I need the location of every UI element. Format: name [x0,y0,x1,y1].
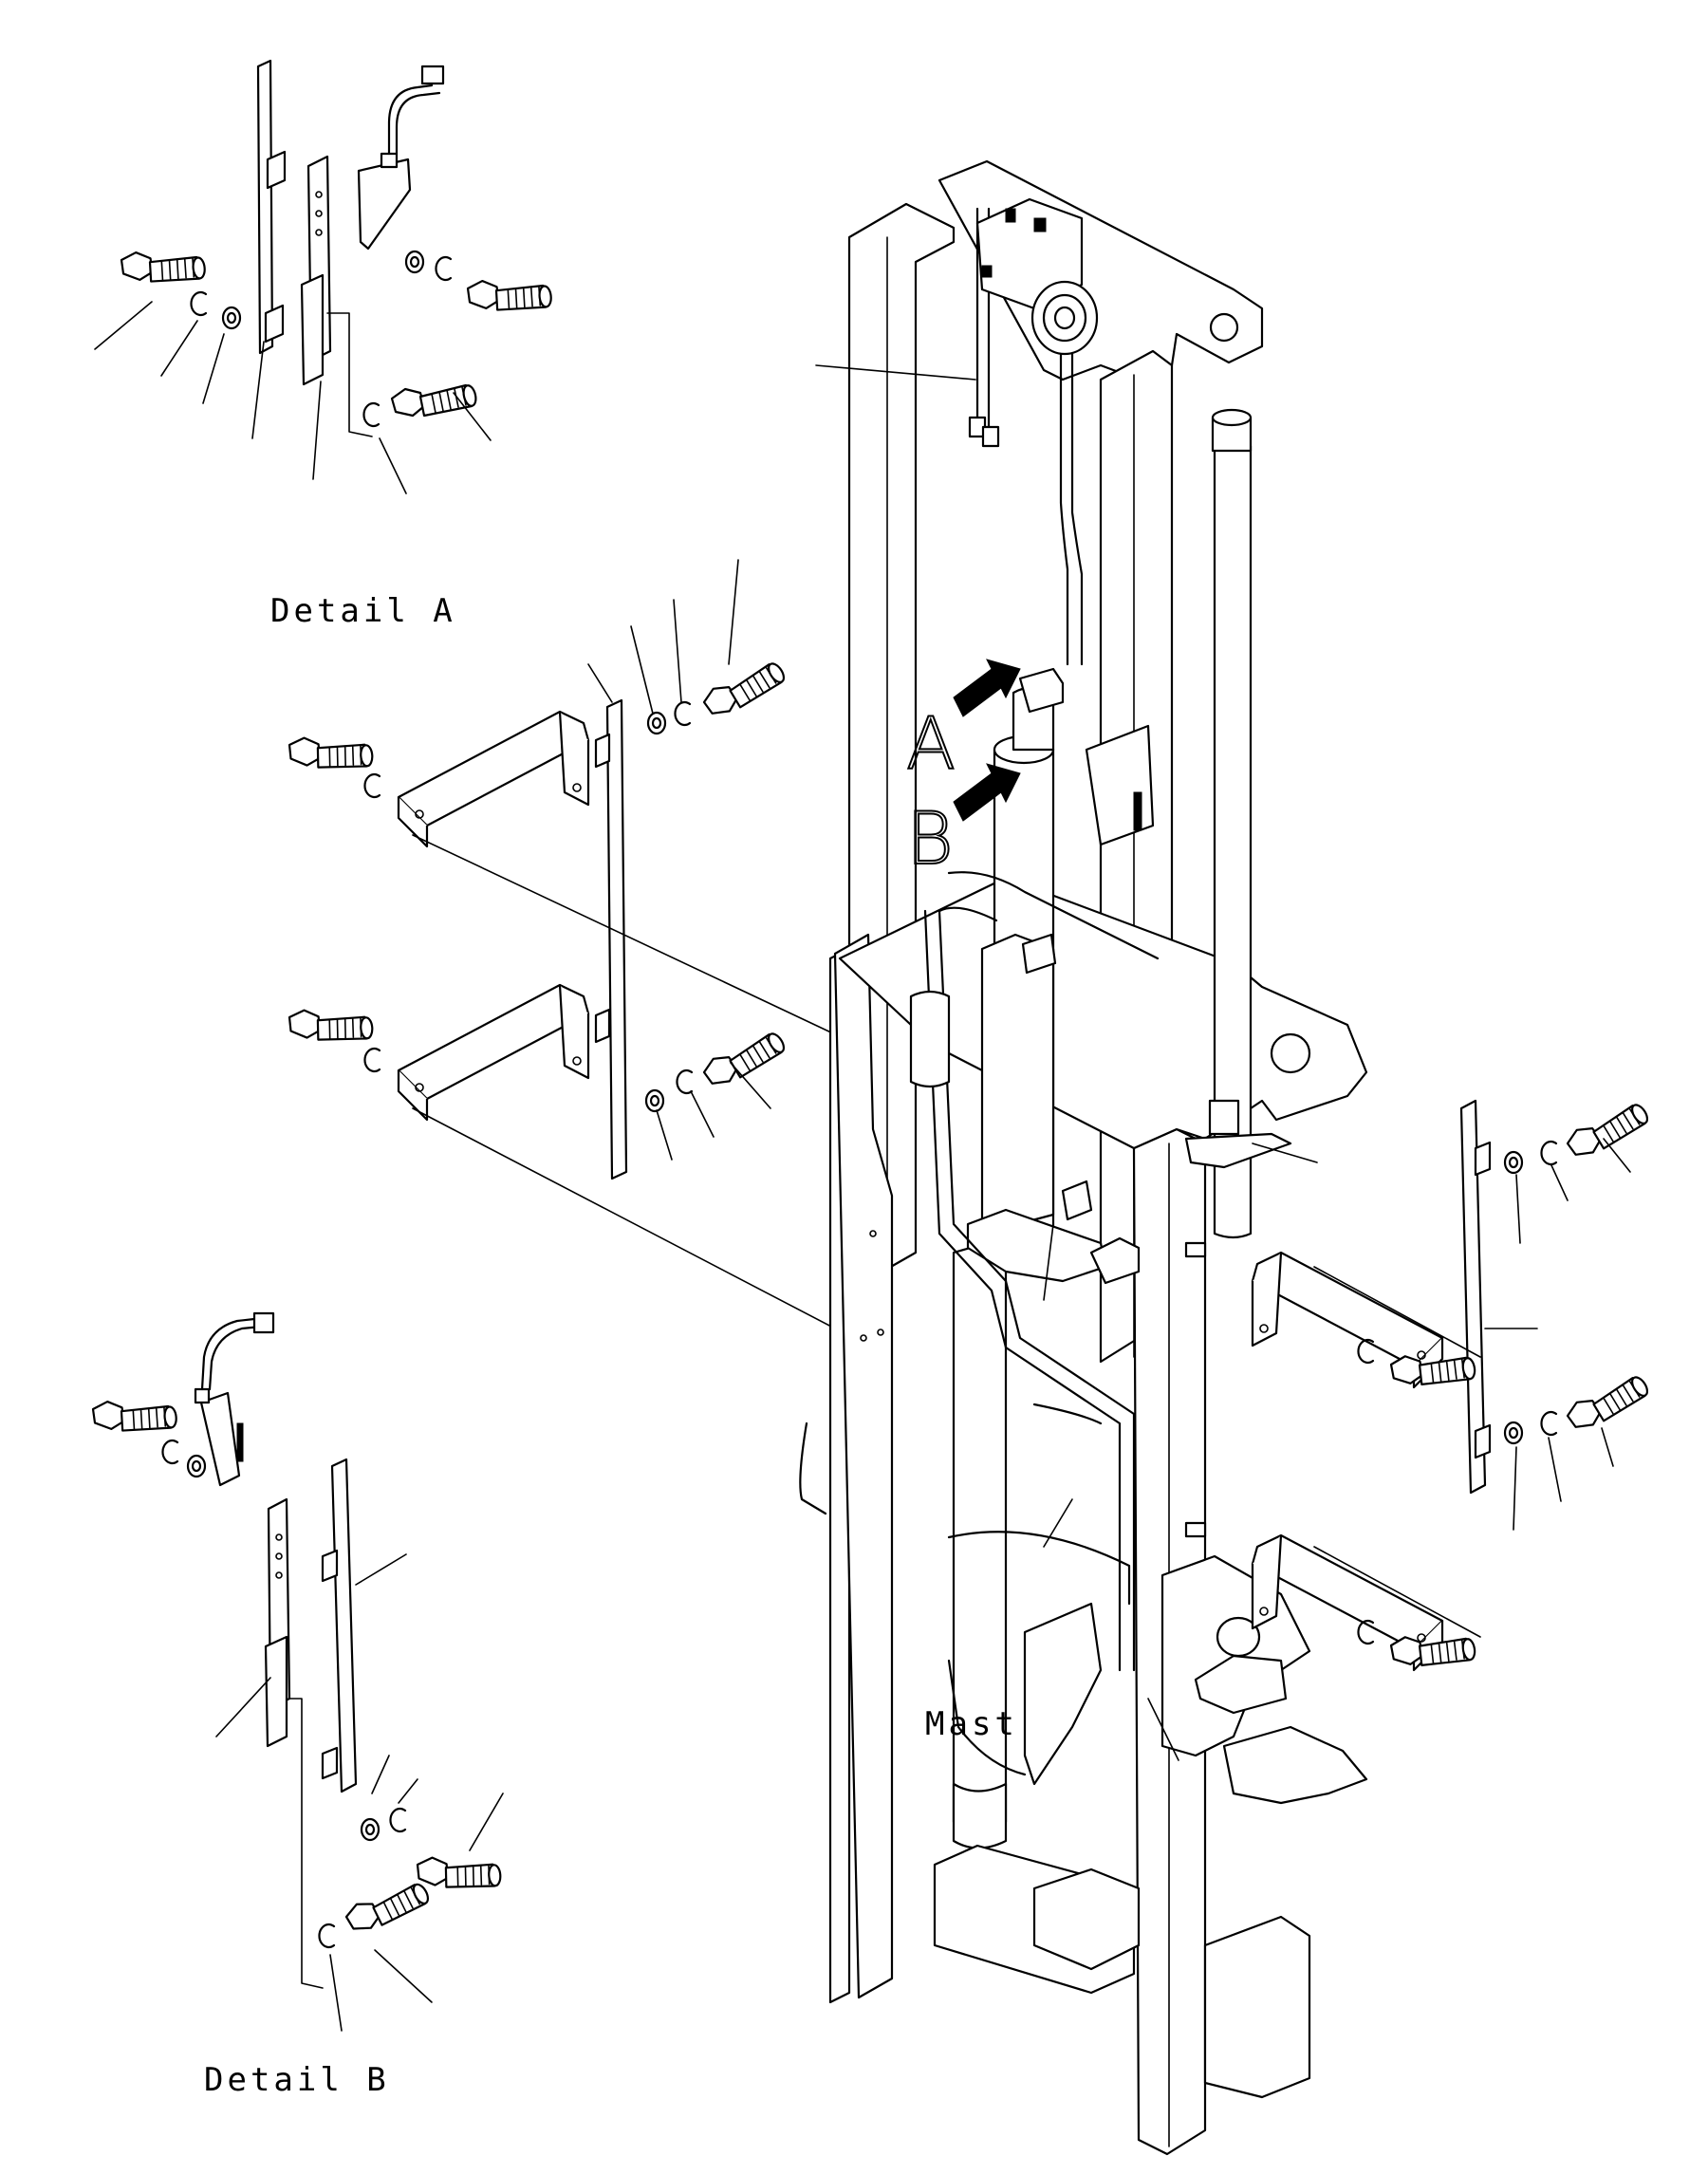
detail-a-group [94,59,556,494]
mast-caption: Mast [925,1705,1018,1743]
arrow-a-icon [953,659,1021,717]
marker-a: A [906,701,956,786]
detail-a-hose-bracket [357,158,412,251]
arrow-b-icon [953,763,1021,822]
right-bracket-assembly [1251,1099,1656,1672]
pulley-head [975,197,1099,356]
detail-b-hose-bracket [199,1391,241,1487]
detail-b-rail [330,1458,358,1793]
detail-a-caption: Detail A [270,592,456,630]
detail-a-rail [256,59,274,355]
left-strip [605,698,628,1180]
left-bracket-assembly [285,559,836,1329]
detail-b-group [89,1311,506,2032]
mast-assembly: A B [799,159,1368,2156]
detail-b-caption: Detail B [204,2061,390,2099]
marker-b: B [906,796,954,881]
